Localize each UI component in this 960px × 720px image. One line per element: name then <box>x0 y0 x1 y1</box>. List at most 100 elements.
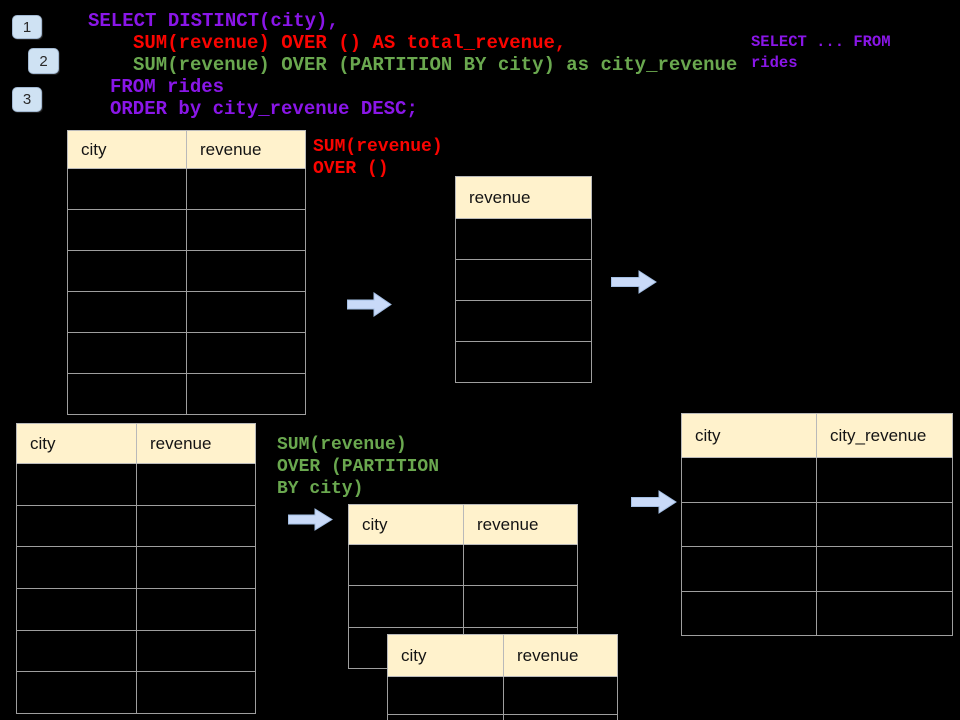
table-source-top: city revenue <box>67 130 306 415</box>
table-cell <box>463 543 578 587</box>
table-row <box>387 676 618 715</box>
table-cell <box>503 714 618 720</box>
table-cell <box>67 168 187 210</box>
table-row <box>16 671 256 715</box>
table-cell <box>67 291 187 333</box>
column-header-city: city <box>348 504 464 545</box>
table-row <box>16 504 256 548</box>
column-header-city: city <box>67 130 187 169</box>
table-cell <box>136 463 256 506</box>
table-cell <box>681 546 817 592</box>
table-cell <box>67 332 187 374</box>
column-header-revenue: revenue <box>463 504 578 545</box>
table-row <box>681 590 953 636</box>
table-cell <box>455 218 592 260</box>
column-header-revenue: revenue <box>455 176 592 219</box>
column-header-revenue: revenue <box>136 423 256 464</box>
step-badge-2: 2 <box>28 48 59 74</box>
table-row <box>455 300 592 342</box>
table-partition-front: city revenue <box>387 634 618 720</box>
sql-line-total-sum: SUM(revenue) OVER () AS total_revenue, <box>133 32 567 54</box>
table-row <box>348 543 578 587</box>
table-cell <box>67 209 187 251</box>
table-header-row: city revenue <box>16 423 256 464</box>
table-header-row: revenue <box>455 176 592 219</box>
table-cell <box>348 543 464 587</box>
table-cell <box>816 546 953 592</box>
table-cell <box>136 629 256 673</box>
partition-annotation-line2: OVER (PARTITION <box>277 457 440 477</box>
table-cell <box>387 676 504 715</box>
table-cell <box>136 671 256 715</box>
table-row <box>67 291 306 333</box>
table-row <box>455 218 592 260</box>
table-row <box>16 588 256 631</box>
table-cell <box>16 671 137 715</box>
table-cell <box>681 590 817 636</box>
table-cell <box>816 457 953 503</box>
table-cell <box>387 714 504 720</box>
table-cell <box>136 546 256 590</box>
table-row <box>67 250 306 292</box>
side-note-rides: rides <box>751 54 798 72</box>
table-total-revenue: revenue <box>455 176 592 383</box>
step-badge-3: 3 <box>12 87 42 112</box>
table-header-row: city revenue <box>387 634 618 677</box>
column-header-revenue: revenue <box>186 130 306 169</box>
sql-line-order-by: ORDER by city_revenue DESC; <box>110 98 418 120</box>
column-header-revenue: revenue <box>503 634 618 677</box>
table-cell <box>681 501 817 547</box>
table-row <box>681 457 953 503</box>
table-row <box>455 341 592 383</box>
table-row <box>16 629 256 673</box>
step-badge-1: 1 <box>12 15 42 39</box>
table-cell <box>136 588 256 631</box>
table-source-bottom: city revenue <box>16 423 256 715</box>
table-row <box>67 373 306 415</box>
table-cell <box>16 546 137 590</box>
total-annotation-line1: SUM(revenue) <box>313 137 443 157</box>
table-row <box>455 259 592 301</box>
table-header-row: city city_revenue <box>681 413 953 458</box>
arrow-right-icon <box>611 270 657 294</box>
table-cell <box>67 373 187 415</box>
table-row <box>67 209 306 251</box>
table-cell <box>67 250 187 292</box>
table-cell <box>16 588 137 631</box>
table-cell <box>16 504 137 548</box>
table-header-row: city revenue <box>348 504 578 545</box>
arrow-right-icon <box>631 490 677 514</box>
table-cell <box>186 168 306 210</box>
table-cell <box>136 504 256 548</box>
column-header-city: city <box>387 634 504 677</box>
table-cell <box>348 585 464 628</box>
table-header-row: city revenue <box>67 130 306 169</box>
table-cell <box>16 629 137 673</box>
table-row <box>67 168 306 210</box>
partition-annotation-line1: SUM(revenue) <box>277 435 407 455</box>
table-row <box>348 585 578 628</box>
arrow-right-icon <box>288 508 333 531</box>
table-cell <box>455 259 592 301</box>
table-cell <box>186 332 306 374</box>
table-cell <box>503 676 618 715</box>
table-cell <box>455 300 592 342</box>
table-cell <box>186 209 306 251</box>
table-cell <box>16 463 137 506</box>
column-header-city-revenue: city_revenue <box>816 413 953 458</box>
arrow-right-icon <box>347 292 392 317</box>
column-header-city: city <box>16 423 137 464</box>
column-header-city: city <box>681 413 817 458</box>
table-cell <box>681 457 817 503</box>
table-row <box>16 546 256 590</box>
table-row <box>387 714 618 720</box>
table-cell <box>816 590 953 636</box>
table-result: city city_revenue <box>681 413 953 636</box>
partition-annotation-line3: BY city) <box>277 479 364 499</box>
sql-line-partition: SUM(revenue) OVER (PARTITION BY city) as… <box>133 54 738 76</box>
sql-line-from: FROM rides <box>110 76 225 98</box>
sql-line-select: SELECT DISTINCT(city), <box>88 10 339 32</box>
table-row <box>681 501 953 547</box>
table-cell <box>455 341 592 383</box>
table-cell <box>186 373 306 415</box>
